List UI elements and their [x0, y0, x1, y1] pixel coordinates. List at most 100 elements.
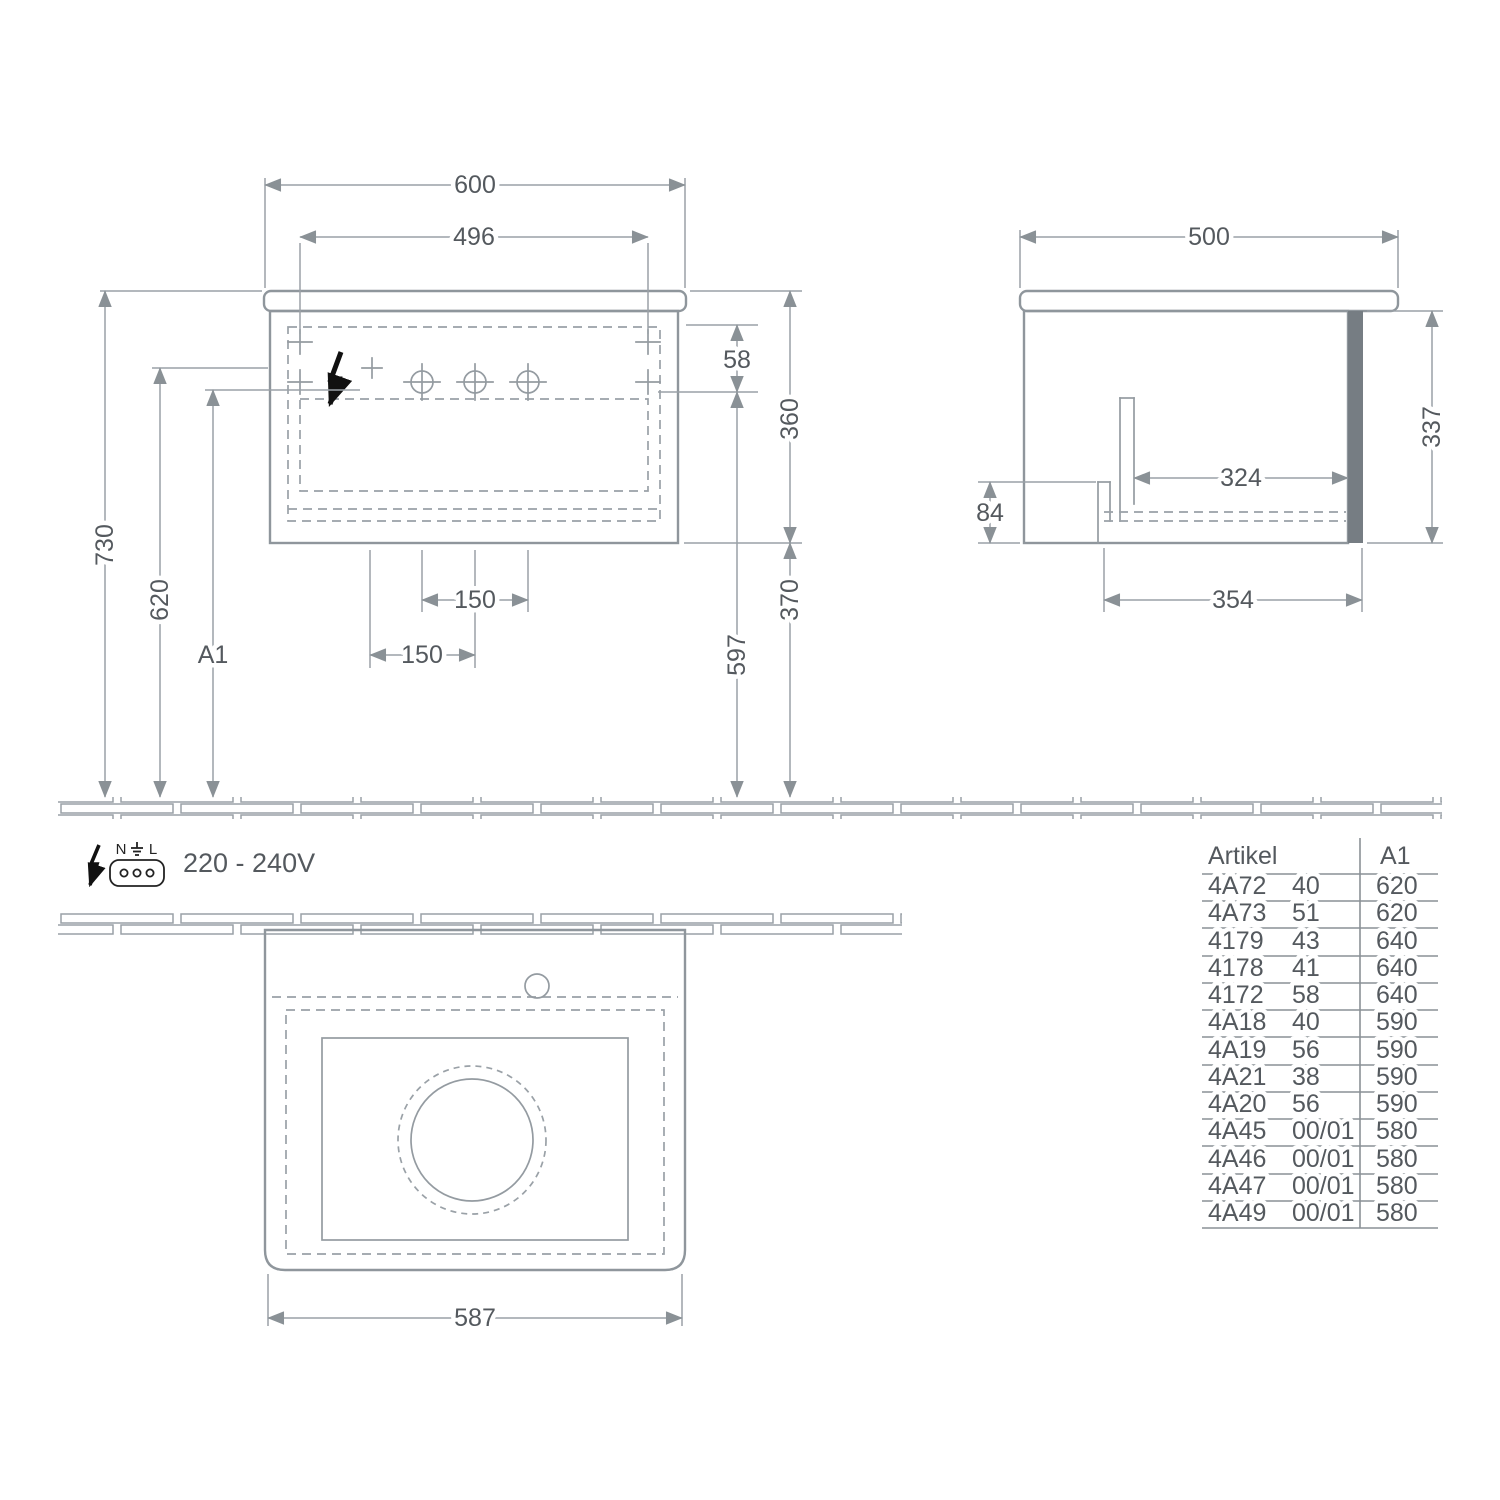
cell-variant: 41 — [1292, 954, 1320, 982]
cell-code: 4A49 — [1208, 1199, 1266, 1227]
dim-label-a1: A1 — [198, 641, 229, 669]
plan-view: 587 — [263, 928, 687, 1337]
cell-code: 4A47 — [1208, 1172, 1266, 1200]
dim-150-pair: 150 150 — [369, 550, 529, 674]
side-front-panel — [1348, 311, 1363, 543]
dim-label-496: 496 — [453, 223, 495, 251]
neutral-label: N — [116, 841, 127, 858]
plan-outline — [263, 928, 687, 1272]
cell-code: 4A46 — [1208, 1145, 1266, 1173]
cell-code: 4A19 — [1208, 1036, 1266, 1064]
cell-variant: 56 — [1292, 1036, 1320, 1064]
electrical-legend: N L 220 - 240V — [87, 841, 315, 888]
dim-label-500: 500 — [1188, 223, 1230, 251]
cell-code: 4A21 — [1208, 1063, 1266, 1091]
dim-324: 324 — [1133, 460, 1349, 497]
dim-370: 370 — [772, 542, 809, 798]
cell-a1: 590 — [1376, 1008, 1418, 1036]
cell-code: 4A18 — [1208, 1008, 1266, 1036]
cell-a1: 620 — [1376, 872, 1418, 900]
table-row: 4172 58 640 — [1204, 977, 1423, 1014]
cell-code: 4A73 — [1208, 899, 1266, 927]
table-header-a1: A1 — [1380, 842, 1411, 870]
dim-label-620: 620 — [146, 579, 174, 621]
cell-code: 4A45 — [1208, 1117, 1266, 1145]
wall-band-lower — [58, 913, 902, 935]
table-row: 4A18 40 590 — [1204, 1004, 1423, 1041]
table-row: 4A72 40 620 — [1204, 868, 1423, 905]
dim-label-600: 600 — [454, 171, 496, 199]
cell-variant: 00/01 — [1292, 1145, 1355, 1173]
dim-360: 360 — [684, 290, 809, 544]
dim-label-354: 354 — [1212, 586, 1254, 614]
dim-label-84: 84 — [976, 499, 1004, 527]
cell-a1: 580 — [1376, 1145, 1418, 1173]
cell-code: 4A20 — [1208, 1090, 1266, 1118]
tap-hole — [524, 973, 550, 999]
cell-a1: 640 — [1376, 981, 1418, 1009]
lightning-bolt-small-icon — [87, 844, 106, 888]
cell-variant: 00/01 — [1292, 1117, 1355, 1145]
siphon-recess — [1097, 397, 1135, 544]
table-header-artikel: Artikel — [1208, 842, 1277, 870]
dim-label-324: 324 — [1220, 464, 1262, 492]
cell-a1: 620 — [1376, 899, 1418, 927]
line-label: L — [149, 841, 157, 858]
cell-code: 4A72 — [1208, 872, 1266, 900]
cell-variant: 58 — [1292, 981, 1320, 1009]
wall-break-bands — [58, 797, 1442, 935]
cell-variant: 00/01 — [1292, 1199, 1355, 1227]
voltage-label: 220 - 240V — [183, 848, 315, 878]
dim-620: 620 — [142, 367, 268, 798]
dim-597: 597 — [719, 391, 756, 798]
cell-a1: 640 — [1376, 954, 1418, 982]
dim-58: 58 — [658, 324, 758, 393]
dim-label-360: 360 — [776, 398, 804, 440]
dim-354: 354 — [1103, 548, 1363, 619]
cell-code: 4179 — [1208, 927, 1264, 955]
dim-label-587: 587 — [454, 1304, 496, 1332]
dim-730: 730 — [87, 290, 262, 798]
article-table: Artikel A1 4A72 40 620 4A73 51 620 4179 … — [1202, 838, 1438, 1232]
side-countertop — [1018, 289, 1400, 313]
cell-variant: 40 — [1292, 872, 1320, 900]
front-view: 600 496 58 360 370 597 — [87, 167, 809, 798]
socket-icon — [109, 859, 165, 887]
dim-label-597: 597 — [723, 634, 751, 676]
cell-a1: 590 — [1376, 1036, 1418, 1064]
front-countertop — [262, 289, 688, 313]
cell-code: 4172 — [1208, 981, 1264, 1009]
mounting-crosses — [287, 329, 661, 395]
dim-label-730: 730 — [91, 524, 119, 566]
cell-a1: 580 — [1376, 1117, 1418, 1145]
dim-337: 337 — [1367, 310, 1451, 544]
side-interior-dashed — [1104, 511, 1346, 522]
table-row: 4A49 00/01 580 — [1204, 1195, 1423, 1232]
cell-a1: 580 — [1376, 1172, 1418, 1200]
table-row: 4A46 00/01 580 — [1204, 1141, 1423, 1178]
lightning-bolt-icon — [327, 351, 353, 408]
table-row: 4A21 38 590 — [1204, 1059, 1423, 1096]
cell-a1: 590 — [1376, 1090, 1418, 1118]
table-row: 4A47 00/01 580 — [1204, 1168, 1423, 1205]
cell-a1: 640 — [1376, 927, 1418, 955]
table-row: 4A73 51 620 — [1204, 895, 1423, 932]
dim-label-150a: 150 — [454, 586, 496, 614]
dim-587: 587 — [267, 1274, 683, 1337]
cell-variant: 56 — [1292, 1090, 1320, 1118]
side-view: 500 337 324 84 354 — [972, 219, 1451, 619]
dim-label-150b: 150 — [401, 641, 443, 669]
earth-ground-icon — [131, 842, 143, 856]
drill-holes — [403, 363, 547, 401]
cell-variant: 51 — [1292, 899, 1320, 927]
wall-band-upper — [58, 797, 1442, 819]
cell-variant: 00/01 — [1292, 1172, 1355, 1200]
front-interior-dashed — [287, 326, 661, 522]
cell-a1: 590 — [1376, 1063, 1418, 1091]
dim-500: 500 — [1019, 219, 1399, 288]
drain-cutout-dashed — [397, 1065, 547, 1215]
table-row: 4A19 56 590 — [1204, 1032, 1423, 1069]
cell-a1: 580 — [1376, 1199, 1418, 1227]
